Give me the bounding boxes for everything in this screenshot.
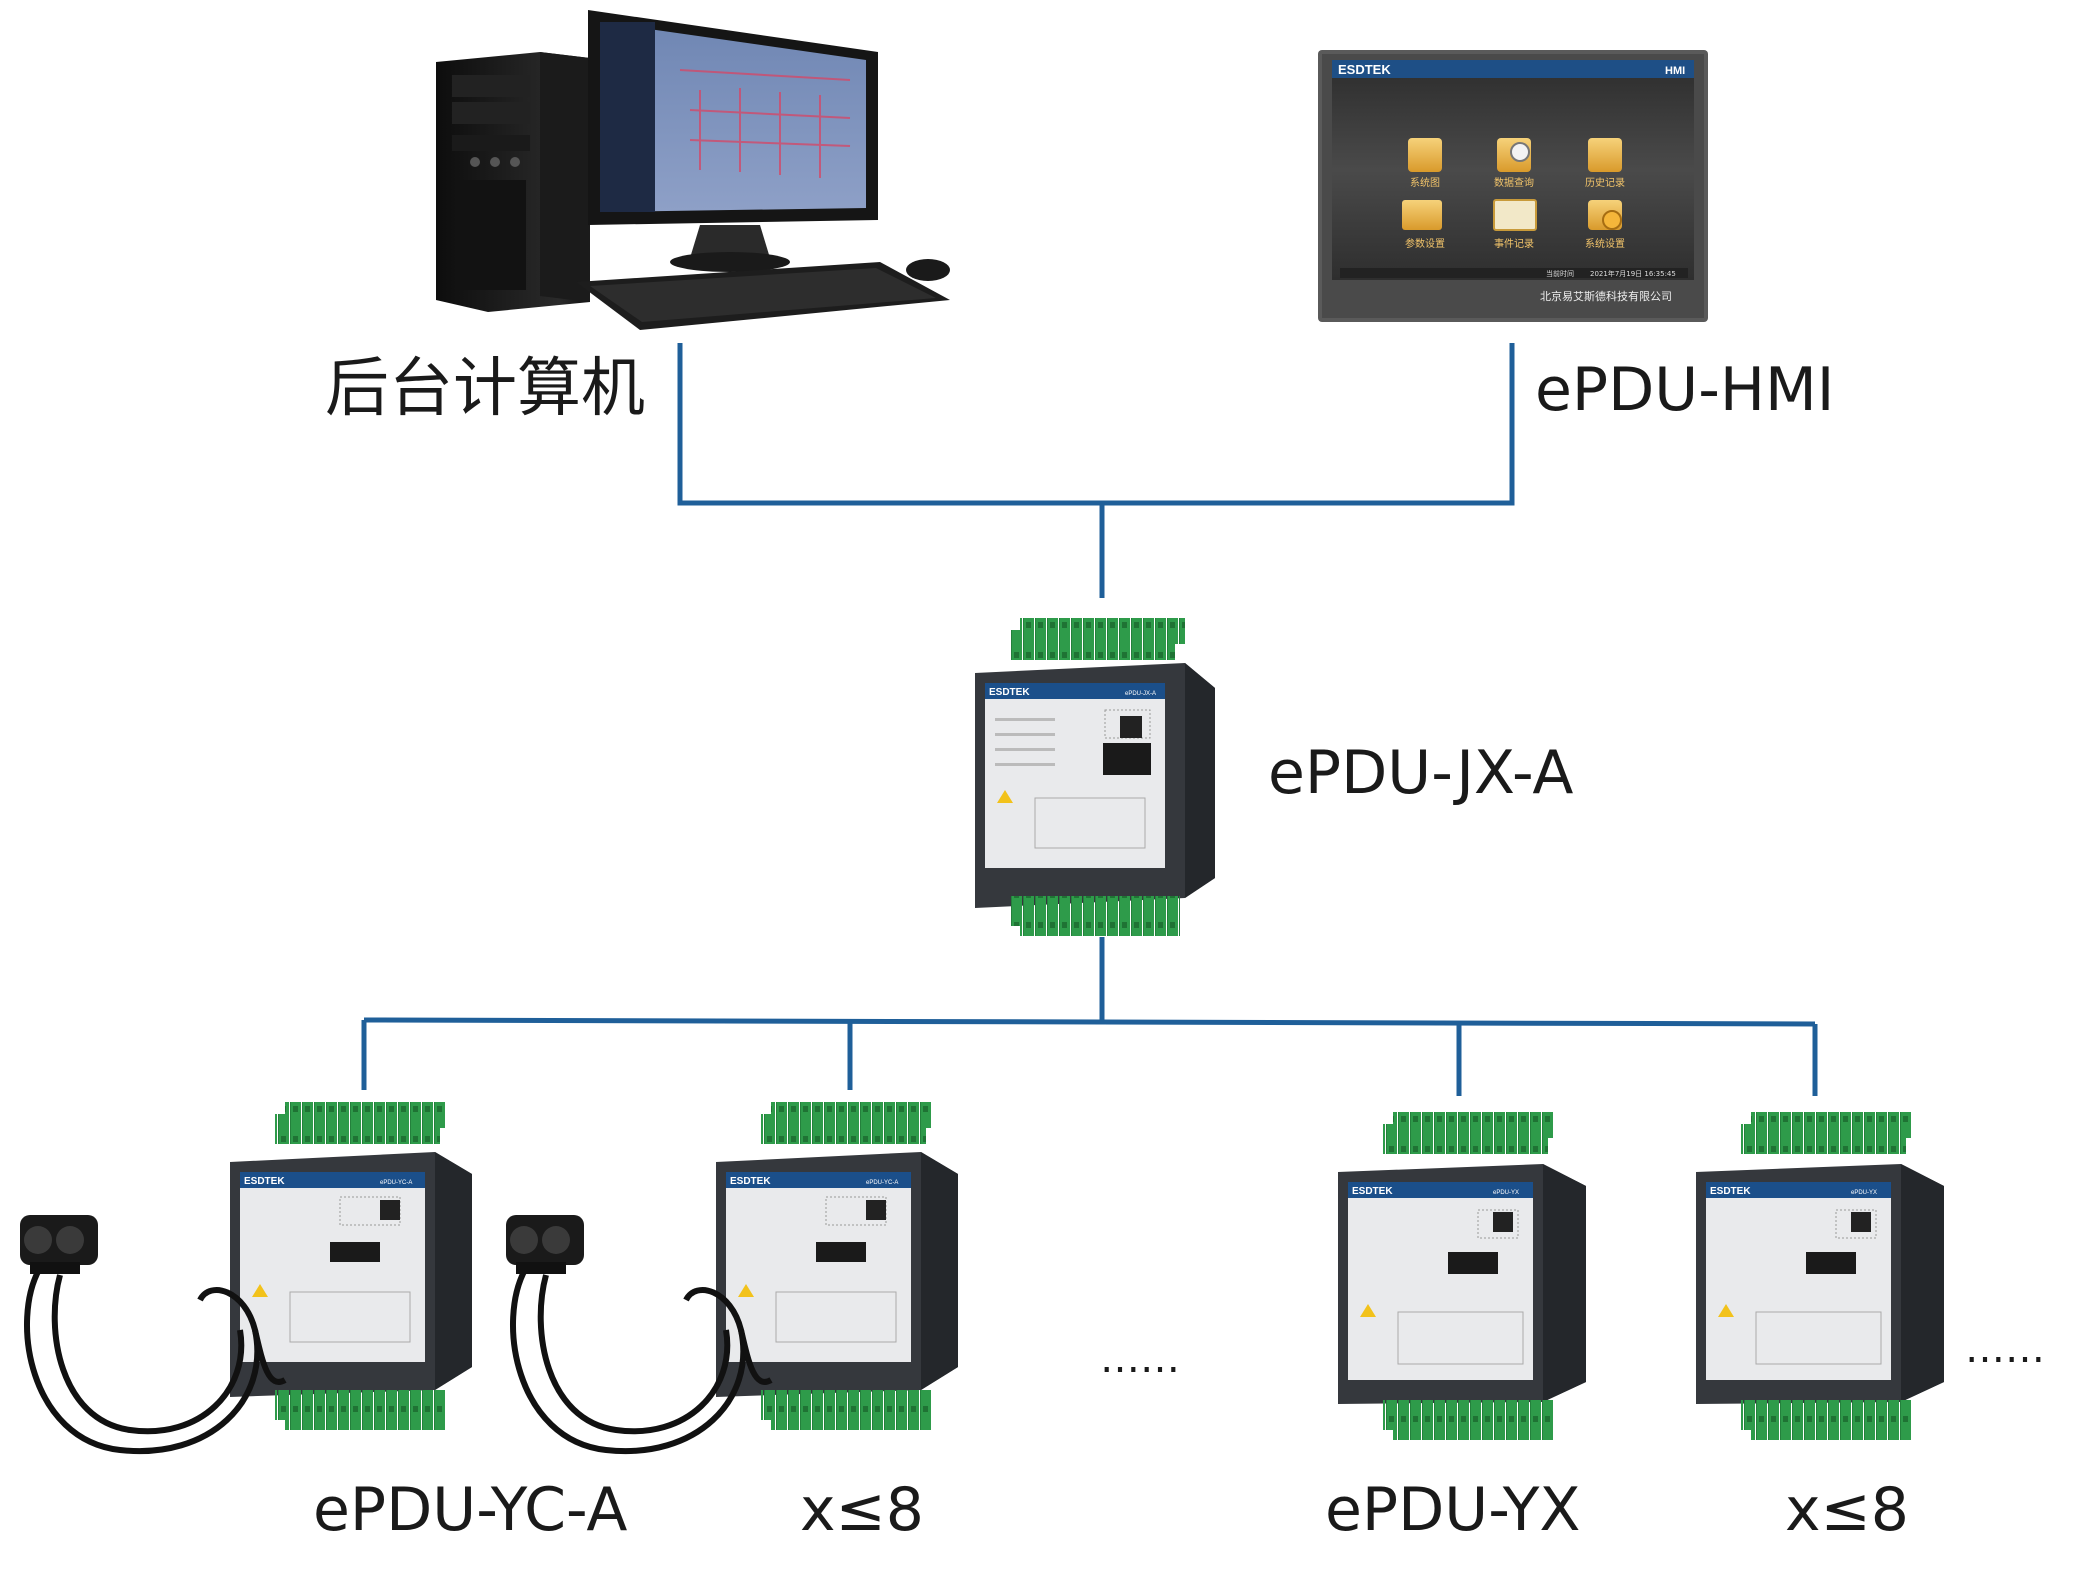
hmi-icon-label: 数据查询	[1494, 176, 1534, 189]
hmi-title: HMI	[1665, 65, 1685, 77]
system-setting-icon[interactable]: 系统设置	[1585, 200, 1625, 250]
yx-module-icon-2: ESDTEK ePDU-YX	[1696, 1112, 1944, 1440]
ellipsis-yx: ……	[1965, 1326, 2045, 1372]
hmi-footer: 北京易艾斯德科技有限公司	[1540, 289, 1672, 303]
current-sensor-icon-2	[506, 1215, 773, 1455]
label-yc: ePDU-YC-A	[313, 1475, 627, 1545]
yx2-brand: ESDTEK	[1710, 1186, 1751, 1197]
hmi-icon-label: 系统图	[1410, 176, 1440, 189]
computer-icon	[436, 10, 950, 330]
yc-module-icon-1: ESDTEK ePDU-YC-A	[230, 1102, 472, 1430]
ellipsis-yc: ……	[1100, 1336, 1180, 1382]
data-query-icon[interactable]: 数据查询	[1494, 138, 1534, 189]
event-record-icon[interactable]: 事件记录	[1493, 199, 1537, 250]
yx-module-icon-1: ESDTEK ePDU-YX	[1338, 1112, 1586, 1440]
label-hmi: ePDU-HMI	[1535, 355, 1834, 425]
parameter-setting-icon[interactable]: 参数设置	[1402, 200, 1445, 250]
current-sensor-icon-1	[20, 1215, 287, 1455]
label-jx: ePDU-JX-A	[1268, 738, 1573, 808]
yc2-brand: ESDTEK	[730, 1176, 771, 1187]
link-hmi	[1102, 343, 1515, 506]
jx-module-icon: ESDTEK ePDU-JX-A	[975, 618, 1215, 936]
label-yx-count: x≤8	[1785, 1475, 1909, 1545]
label-backend-computer: 后台计算机	[325, 352, 645, 426]
yc1-brand: ESDTEK	[244, 1176, 285, 1187]
hmi-icons: 系统图 数据查询 历史记录 参数设置 事件记录 系统设	[1402, 138, 1625, 250]
yc-module-icon-2: ESDTEK ePDU-YC-A	[716, 1102, 958, 1430]
hmi-icon-label: 参数设置	[1405, 237, 1445, 250]
hmi-icon-label: 系统设置	[1585, 237, 1625, 250]
hmi-status-left: 当前时间	[1546, 269, 1574, 278]
hmi-status-right: 2021年7月19日 16:35:45	[1590, 269, 1676, 278]
system-diagram-icon[interactable]: 系统图	[1408, 138, 1442, 189]
hmi-icon-label: 历史记录	[1585, 177, 1625, 189]
yc2-face-model: ePDU-YC-A	[866, 1180, 898, 1186]
yx1-face-model: ePDU-YX	[1493, 1190, 1519, 1196]
hmi-panel-icon: ESDTEK HMI 系统图 数据查询 历史记录 参数设置 事件记录	[1318, 50, 1708, 322]
label-yc-count: x≤8	[800, 1475, 924, 1545]
yx2-face-model: ePDU-YX	[1851, 1190, 1877, 1196]
jx-brand: ESDTEK	[989, 687, 1030, 698]
jx-face-model: ePDU-JX-A	[1125, 691, 1156, 697]
yc1-face-model: ePDU-YC-A	[380, 1180, 412, 1186]
label-yx: ePDU-YX	[1325, 1475, 1581, 1545]
yx1-brand: ESDTEK	[1352, 1186, 1393, 1197]
history-record-icon[interactable]: 历史记录	[1585, 138, 1625, 189]
hmi-icon-label: 事件记录	[1494, 237, 1534, 250]
hmi-title-bar	[1332, 60, 1694, 78]
link-computer	[677, 343, 1102, 506]
hmi-brand: ESDTEK	[1338, 62, 1391, 77]
connection-lines	[361, 343, 1818, 1096]
bus-bottom	[363, 1017, 1816, 1027]
